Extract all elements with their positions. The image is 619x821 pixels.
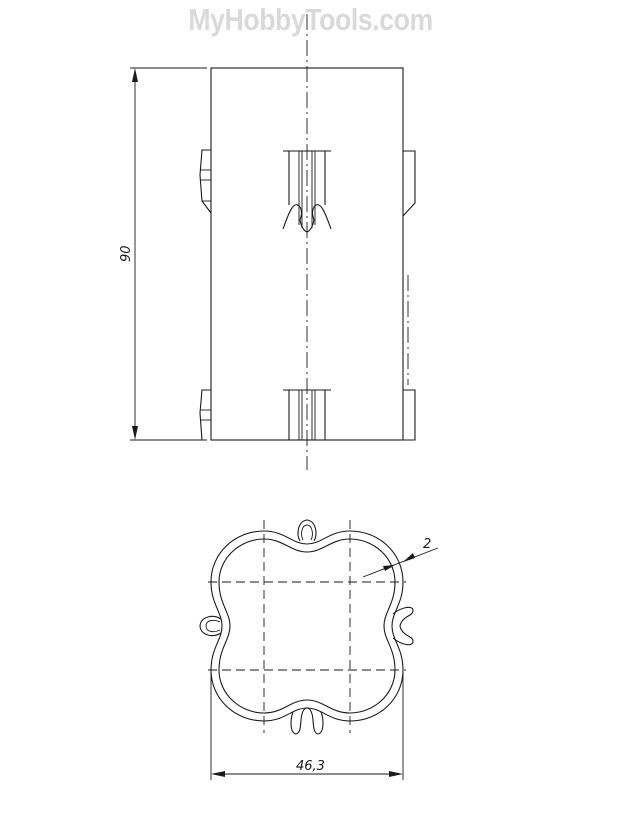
left-upper-tab: [199, 149, 212, 214]
side-view: 90: [119, 14, 416, 470]
wall-thickness-label: 2: [423, 537, 431, 552]
right-lower-tab: [403, 389, 416, 441]
tube-body: [210, 67, 404, 441]
width-dimension-label: 46,3: [296, 759, 325, 774]
height-dimension: 90: [119, 67, 207, 441]
cross-section-view: 2 46,3: [199, 519, 439, 780]
left-loop-clip: [199, 615, 222, 637]
right-c-clip: [392, 606, 414, 646]
lower-clip-slot: [283, 389, 331, 440]
upper-clip-slot: [282, 150, 332, 233]
outer-profile: [210, 530, 404, 722]
bottom-fork-clip: [290, 707, 324, 735]
left-lower-tab: [199, 389, 211, 441]
height-dimension-label: 90: [119, 245, 134, 262]
top-loop-clip: [297, 519, 317, 542]
right-upper-tab: [402, 150, 416, 217]
width-dimension: 46,3: [210, 672, 404, 780]
inner-profile: [218, 538, 396, 714]
wall-thickness-dimension: 2: [362, 537, 439, 578]
watermark: MyHobbyTools.com: [188, 2, 433, 37]
